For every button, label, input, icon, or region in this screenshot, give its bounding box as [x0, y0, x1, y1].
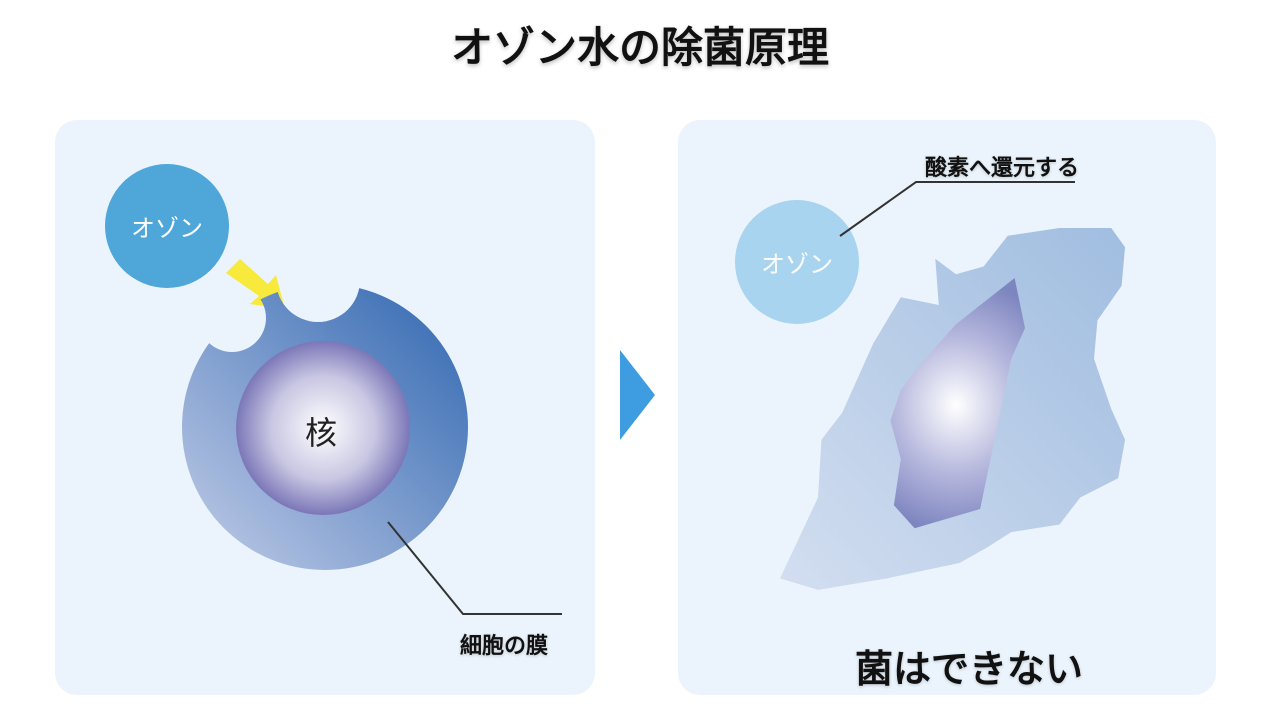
nucleus	[236, 341, 410, 515]
page-title: オゾン水の除菌原理	[450, 23, 829, 72]
result-label: 菌はできない	[855, 647, 1084, 691]
ozone-label-right: オゾン	[761, 250, 833, 279]
membrane-label: 細胞の膜	[460, 634, 549, 659]
destroyed-nucleus	[890, 278, 1025, 529]
ozone-label-left: オゾン	[131, 214, 203, 243]
nucleus-label: 核	[305, 414, 338, 452]
ozone-circle-right	[735, 200, 859, 324]
membrane-leader-line	[387, 521, 562, 615]
reduction-leader-line	[839, 181, 1075, 237]
ozone-circle-left	[105, 164, 229, 288]
reduction-label: 酸素へ還元する	[925, 156, 1080, 181]
step-arrow-icon	[620, 350, 655, 440]
